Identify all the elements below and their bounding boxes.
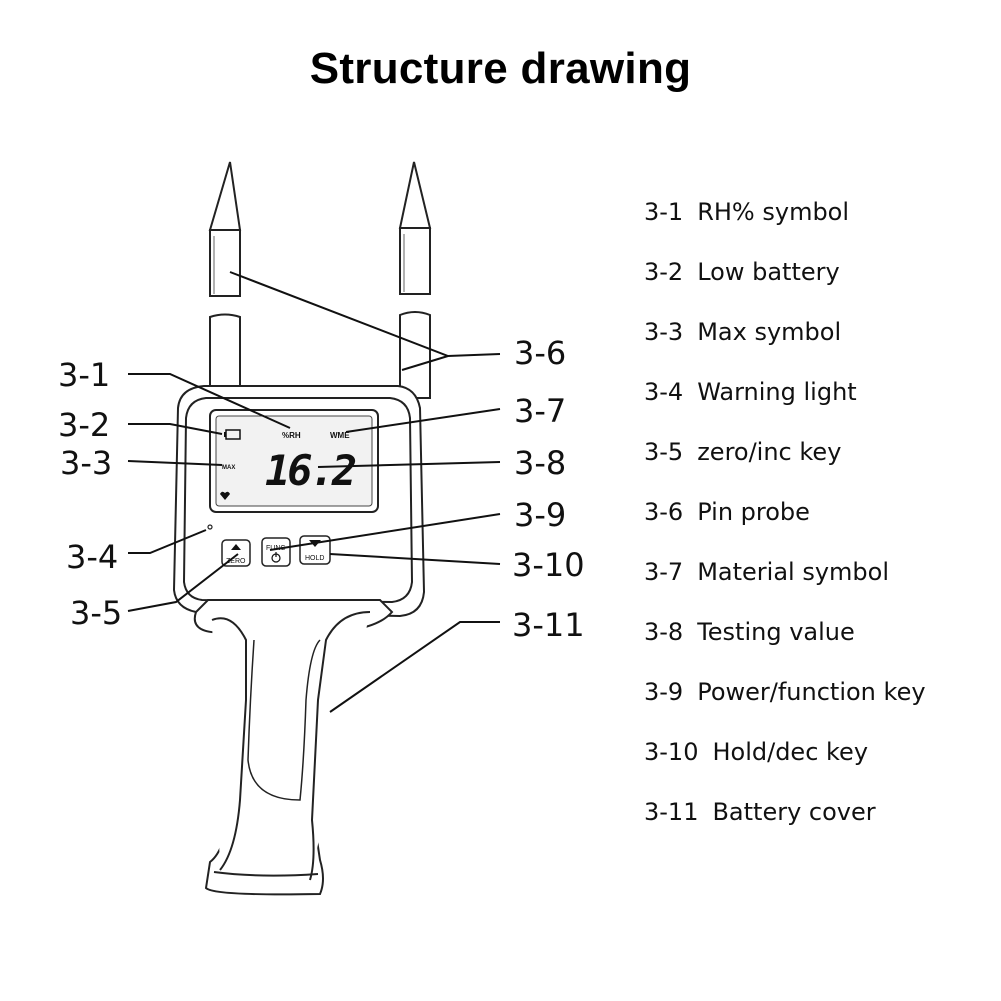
pin-probe-left: [208, 161, 242, 399]
legend-item: 3-2 Low battery: [644, 256, 926, 316]
leader-3-6b: [401, 355, 449, 371]
legend-item: 3-9 Power/function key: [644, 676, 926, 736]
legend-code: 3-8: [644, 618, 684, 646]
legend-code: 3-4: [644, 378, 684, 406]
power-function-key[interactable]: FUNC: [261, 537, 291, 567]
leader-3-1: [128, 373, 291, 429]
legend-label: Low battery: [697, 258, 840, 286]
callout-3-8: 3-8: [514, 444, 566, 482]
hold-key-label: HOLD: [305, 555, 324, 562]
leader-3-10: [329, 553, 501, 565]
page-title: Structure drawing: [309, 44, 692, 93]
leader-3-3: [127, 460, 223, 466]
legend-item: 3-4 Warning light: [644, 376, 926, 436]
legend-code: 3-10: [644, 738, 699, 766]
legend-code: 3-7: [644, 558, 684, 586]
legend-item: 3-8 Testing value: [644, 616, 926, 676]
callout-3-11: 3-11: [512, 606, 585, 644]
callout-3-6: 3-6: [514, 334, 566, 372]
pin-probe-right: [398, 161, 432, 399]
legend-item: 3-11 Battery cover: [644, 796, 926, 856]
legend-code: 3-9: [644, 678, 684, 706]
legend-label: Material symbol: [697, 558, 890, 586]
leader-3-4: [128, 529, 207, 554]
hold-dec-key[interactable]: HOLD: [299, 535, 331, 565]
legend-code: 3-6: [644, 498, 684, 526]
legend-item: 3-10 Hold/dec key: [644, 736, 926, 796]
battery-cover: [247, 639, 321, 801]
legend-code: 3-3: [644, 318, 684, 346]
callout-3-7: 3-7: [514, 392, 566, 430]
warning-light: [207, 524, 213, 530]
legend-label: Warning light: [697, 378, 857, 406]
legend-item: 3-7 Material symbol: [644, 556, 926, 616]
legend-label: zero/inc key: [697, 438, 842, 466]
legend-label: Power/function key: [697, 678, 926, 706]
legend-code: 3-1: [644, 198, 684, 226]
callout-3-3: 3-3: [60, 444, 112, 482]
legend-item: 3-5 zero/inc key: [644, 436, 926, 496]
legend-item: 3-6 Pin probe: [644, 496, 926, 556]
leader-3-7: [345, 408, 501, 433]
callout-3-2: 3-2: [58, 406, 110, 444]
legend-code: 3-5: [644, 438, 684, 466]
legend-code: 3-2: [644, 258, 684, 286]
leader-3-8: [317, 461, 501, 468]
callout-3-4: 3-4: [66, 538, 118, 576]
handle: [193, 599, 394, 896]
testing-value: 16.2: [265, 446, 356, 495]
max-symbol: MAX: [222, 465, 235, 471]
zero-key-label: ZERO: [226, 558, 246, 565]
legend-label: Battery cover: [712, 798, 876, 826]
legend-label: Max symbol: [697, 318, 842, 346]
zero-inc-key[interactable]: ZERO: [221, 539, 251, 567]
callout-3-5: 3-5: [70, 594, 122, 632]
low-battery-icon: [224, 429, 241, 440]
legend-code: 3-11: [644, 798, 699, 826]
material-symbol: WME: [330, 431, 350, 440]
rh-symbol: %RH: [282, 431, 301, 440]
leader-3-9: [269, 513, 501, 551]
leader-3-11: [329, 621, 500, 713]
callout-3-9: 3-9: [514, 496, 566, 534]
leader-lines: [127, 271, 501, 713]
legend-list: 3-1 RH% symbol 3-2 Low battery 3-3 Max symb…: [644, 196, 926, 856]
legend-label: RH% symbol: [697, 198, 850, 226]
leader-3-6a: [229, 271, 501, 358]
lcd-screen: %RH WME MAX 16.2: [209, 409, 379, 513]
legend-item: 3-3 Max symbol: [644, 316, 926, 376]
legend-label: Pin probe: [697, 498, 810, 526]
warning-icon: [220, 491, 230, 500]
leader-3-2: [128, 423, 223, 435]
legend-label: Testing value: [697, 618, 855, 646]
callout-3-1: 3-1: [58, 356, 110, 394]
legend-item: 3-1 RH% symbol: [644, 196, 926, 256]
leader-3-5: [127, 553, 239, 612]
legend-label: Hold/dec key: [712, 738, 869, 766]
callout-3-10: 3-10: [512, 546, 585, 584]
